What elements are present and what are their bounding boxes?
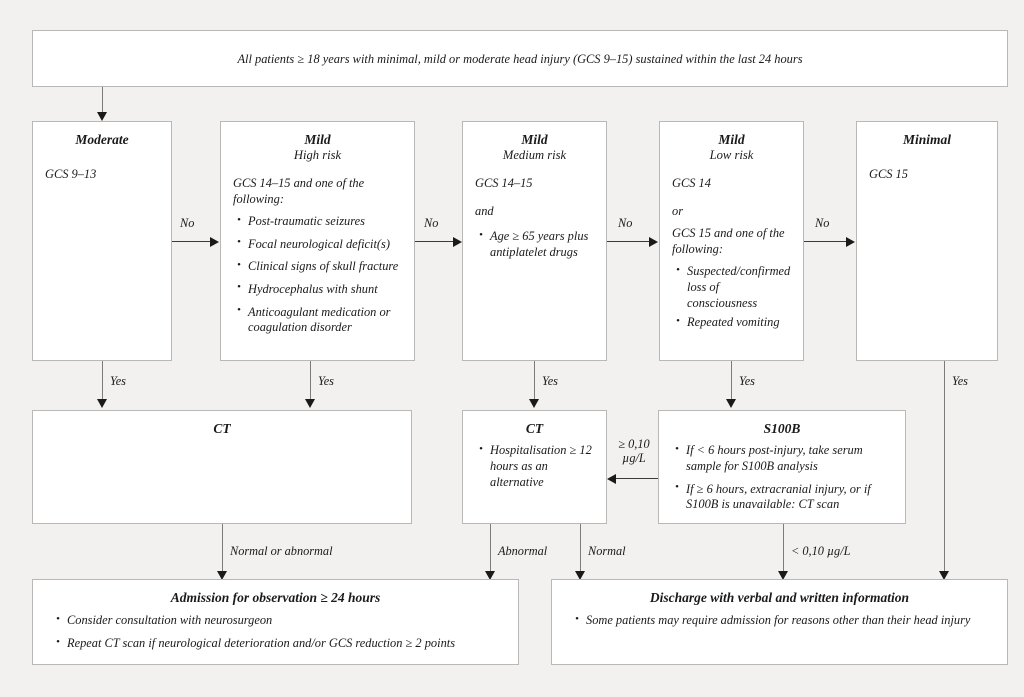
- edge-label-ct-mid-abnormal: Abnormal: [498, 544, 548, 558]
- mild-medium-subtitle: Medium risk: [502, 148, 567, 163]
- mild-high-lead: GCS 14–15 and one of the following:: [233, 175, 365, 206]
- edge-label-no-1: No: [180, 216, 195, 230]
- mild-low-subtitle: Low risk: [709, 148, 754, 163]
- entry-text: All patients ≥ 18 years with minimal, mi…: [237, 52, 803, 66]
- mild-medium-lead: GCS 14–15: [475, 175, 533, 190]
- list-item: Post-traumatic seizures: [237, 214, 402, 230]
- moderate-title: Moderate: [75, 132, 129, 147]
- edge-label-s100b-negative: < 0,10 µg/L: [791, 544, 851, 558]
- severity-box-mild-high: Mild High risk GCS 14–15 and one of the …: [220, 121, 415, 361]
- arrowhead-yes-3: [529, 399, 539, 408]
- s100b-bullets: If < 6 hours post-injury, take serum sam…: [671, 443, 893, 513]
- connector-s100b-to-ct: [616, 478, 658, 479]
- arrowhead-ct-left-result: [217, 571, 227, 580]
- arrowhead-yes-4: [726, 399, 736, 408]
- minimal-title: Minimal: [902, 132, 951, 147]
- severity-box-mild-low: Mild Low risk GCS 14 or GCS 15 and one o…: [659, 121, 804, 361]
- arrowhead-ct-mid-abnormal: [485, 571, 495, 580]
- edge-label-yes-4: Yes: [739, 374, 755, 388]
- mild-medium-bullets: Age ≥ 65 years plus antiplatelet drugs: [475, 229, 594, 260]
- edge-label-yes-1: Yes: [110, 374, 126, 388]
- list-item: Clinical signs of skull fracture: [237, 259, 402, 275]
- edge-label-no-2: No: [424, 216, 439, 230]
- arrowhead-s100b-negative: [778, 571, 788, 580]
- discharge-title: Discharge with verbal and written inform…: [649, 590, 910, 605]
- severity-box-moderate: Moderate GCS 9–13: [32, 121, 172, 361]
- mild-medium-connector-word: and: [475, 203, 494, 218]
- list-item: Hydrocephalus with shunt: [237, 281, 402, 298]
- list-item: Suspected/confirmed loss of consciousnes…: [676, 264, 791, 311]
- connector-no-4: [804, 241, 846, 242]
- list-item: Repeated vomiting: [676, 315, 791, 331]
- connector-yes-4: [731, 361, 732, 400]
- arrowhead-no-3: [649, 236, 658, 247]
- moderate-lead: GCS 9–13: [45, 167, 97, 182]
- connector-no-2: [415, 241, 453, 242]
- outcome-box-discharge: Discharge with verbal and written inform…: [551, 579, 1008, 665]
- arrowhead-ct-mid-normal: [575, 571, 585, 580]
- arrowhead-yes-1: [97, 399, 107, 408]
- mild-low-third-lead: GCS 15 and one of the following:: [672, 226, 785, 257]
- connector-entry-moderate: [102, 87, 103, 113]
- edge-label-yes-2: Yes: [318, 374, 334, 388]
- s100b-title: S100B: [763, 421, 801, 436]
- edge-label-no-3: No: [618, 216, 633, 230]
- list-item: If < 6 hours post-injury, take serum sam…: [675, 443, 893, 474]
- edge-label-ct-left-result: Normal or abnormal: [230, 544, 333, 558]
- arrowhead-no-4: [846, 236, 855, 247]
- list-item: Consider consultation with neurosurgeon: [56, 613, 506, 629]
- edge-label-no-4: No: [815, 216, 830, 230]
- list-item: If ≥ 6 hours, extracranial injury, or if…: [675, 481, 893, 513]
- edge-label-ct-mid-normal: Normal: [588, 544, 626, 558]
- connector-yes-2: [310, 361, 311, 400]
- severity-box-mild-medium: Mild Medium risk GCS 14–15 and Age ≥ 65 …: [462, 121, 607, 361]
- action-box-s100b: S100B If < 6 hours post-injury, take ser…: [658, 410, 906, 524]
- mild-high-bullets: Post-traumatic seizures Focal neurologic…: [233, 214, 402, 336]
- connector-ct-left-result: [222, 524, 223, 573]
- arrowhead-yes-5: [939, 571, 949, 580]
- connector-yes-5: [944, 361, 945, 573]
- mild-low-connector-word: or: [672, 203, 684, 218]
- mild-low-lead: GCS 14: [672, 175, 711, 190]
- connector-ct-mid-abnormal: [490, 524, 491, 573]
- list-item: Age ≥ 65 years plus antiplatelet drugs: [479, 229, 594, 260]
- list-item: Some patients may require admission for …: [575, 613, 995, 629]
- connector-ct-mid-normal: [580, 524, 581, 573]
- mild-low-title: Mild: [718, 132, 745, 147]
- list-item: Hospitalisation ≥ 12 hours as an alterna…: [479, 443, 594, 490]
- connector-yes-1: [102, 361, 103, 400]
- mild-medium-title: Mild: [521, 132, 548, 147]
- mild-high-title: Mild: [304, 132, 331, 147]
- connector-no-3: [607, 241, 649, 242]
- admission-bullets: Consider consultation with neurosurgeon …: [45, 613, 506, 651]
- list-item: Repeat CT scan if neurological deteriora…: [56, 636, 506, 652]
- arrowhead-no-1: [210, 236, 219, 247]
- arrowhead-entry-moderate: [97, 112, 107, 121]
- action-box-ct-left: CT: [32, 410, 412, 524]
- admission-title: Admission for observation ≥ 24 hours: [170, 590, 381, 605]
- connector-yes-3: [534, 361, 535, 400]
- connector-s100b-negative: [783, 524, 784, 573]
- ct-left-title: CT: [213, 421, 231, 436]
- connector-no-1: [172, 241, 210, 242]
- edge-label-yes-3: Yes: [542, 374, 558, 388]
- arrowhead-yes-2: [305, 399, 315, 408]
- list-item: Focal neurological deficit(s): [237, 236, 402, 253]
- mild-low-bullets: Suspected/confirmed loss of consciousnes…: [672, 264, 791, 331]
- entry-box: All patients ≥ 18 years with minimal, mi…: [32, 30, 1008, 87]
- minimal-lead: GCS 15: [869, 167, 908, 182]
- outcome-box-admission: Admission for observation ≥ 24 hours Con…: [32, 579, 519, 665]
- arrowhead-s100b-to-ct: [607, 473, 616, 484]
- mild-high-subtitle: High risk: [293, 148, 342, 163]
- ct-middle-title: CT: [525, 421, 544, 436]
- edge-label-s100b-positive: ≥ 0,10 µg/L: [618, 437, 650, 466]
- ct-middle-bullets: Hospitalisation ≥ 12 hours as an alterna…: [475, 443, 594, 490]
- action-box-ct-middle: CT Hospitalisation ≥ 12 hours as an alte…: [462, 410, 607, 524]
- list-item: Anticoagulant medication or coagulation …: [237, 304, 402, 336]
- severity-box-minimal: Minimal GCS 15: [856, 121, 998, 361]
- arrowhead-no-2: [453, 236, 462, 247]
- discharge-bullets: Some patients may require admission for …: [564, 613, 995, 629]
- edge-label-yes-5: Yes: [952, 374, 968, 388]
